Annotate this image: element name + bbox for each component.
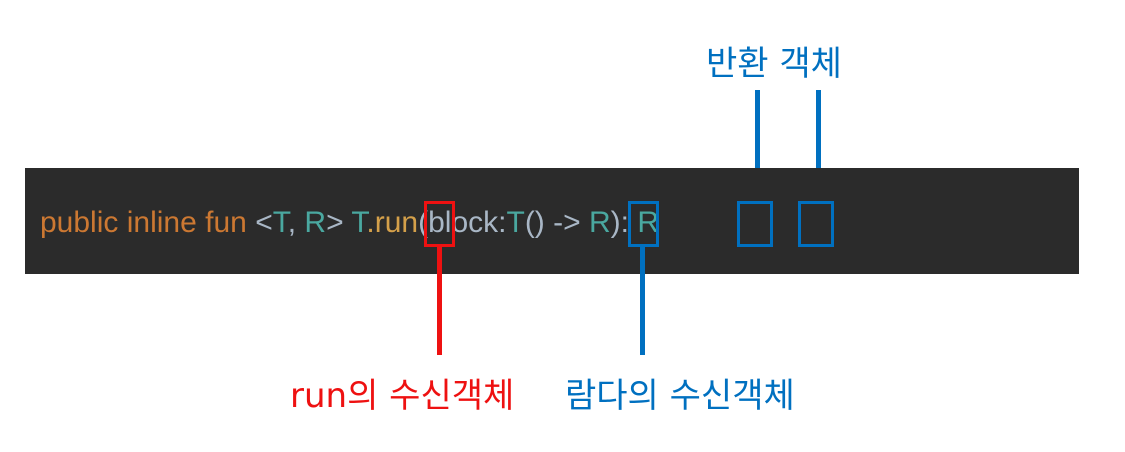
return-type-highlight-box xyxy=(798,201,834,247)
lambda-receiver-highlight-box xyxy=(628,201,659,247)
lambda-return-highlight-box xyxy=(737,201,773,247)
code-bar xyxy=(25,168,1079,274)
param-colon: : xyxy=(498,206,507,239)
paren-close: ) xyxy=(610,206,621,239)
return-colon: : xyxy=(620,206,638,239)
keyword-fun: fun xyxy=(205,206,247,239)
generic-comma: , xyxy=(287,206,305,239)
return-type-r: R xyxy=(637,206,659,239)
generic-open: < xyxy=(255,206,273,239)
type-param-t: T xyxy=(272,206,288,239)
paren-open: ( xyxy=(418,206,429,239)
type-param-r: R xyxy=(304,206,327,239)
return-leader-return-r xyxy=(816,90,821,202)
lambda-signature: () -> xyxy=(524,206,589,239)
function-run: run xyxy=(374,206,419,239)
generic-close: > xyxy=(326,206,352,239)
keyword-inline: inline xyxy=(126,206,197,239)
run-receiver-leader xyxy=(437,247,442,355)
kotlin-run-signature: public inline fun <T, R> T.run(block:T()… xyxy=(40,198,659,248)
return-leader-lambda-r xyxy=(755,90,760,202)
keyword-public: public xyxy=(40,206,119,239)
return-object-label: 반환 객체 xyxy=(706,44,842,84)
lambda-receiver-type-t: T xyxy=(506,206,525,239)
run-receiver-highlight-box xyxy=(424,201,455,247)
receiver-type-t: T xyxy=(351,206,367,239)
run-receiver-label: run의 수신객체 xyxy=(290,376,515,416)
lambda-receiver-label: 람다의 수신객체 xyxy=(565,376,795,416)
lambda-receiver-leader xyxy=(640,247,645,355)
dot: . xyxy=(366,206,375,239)
param-block: block xyxy=(428,206,499,239)
lambda-return-type-r: R xyxy=(588,206,611,239)
